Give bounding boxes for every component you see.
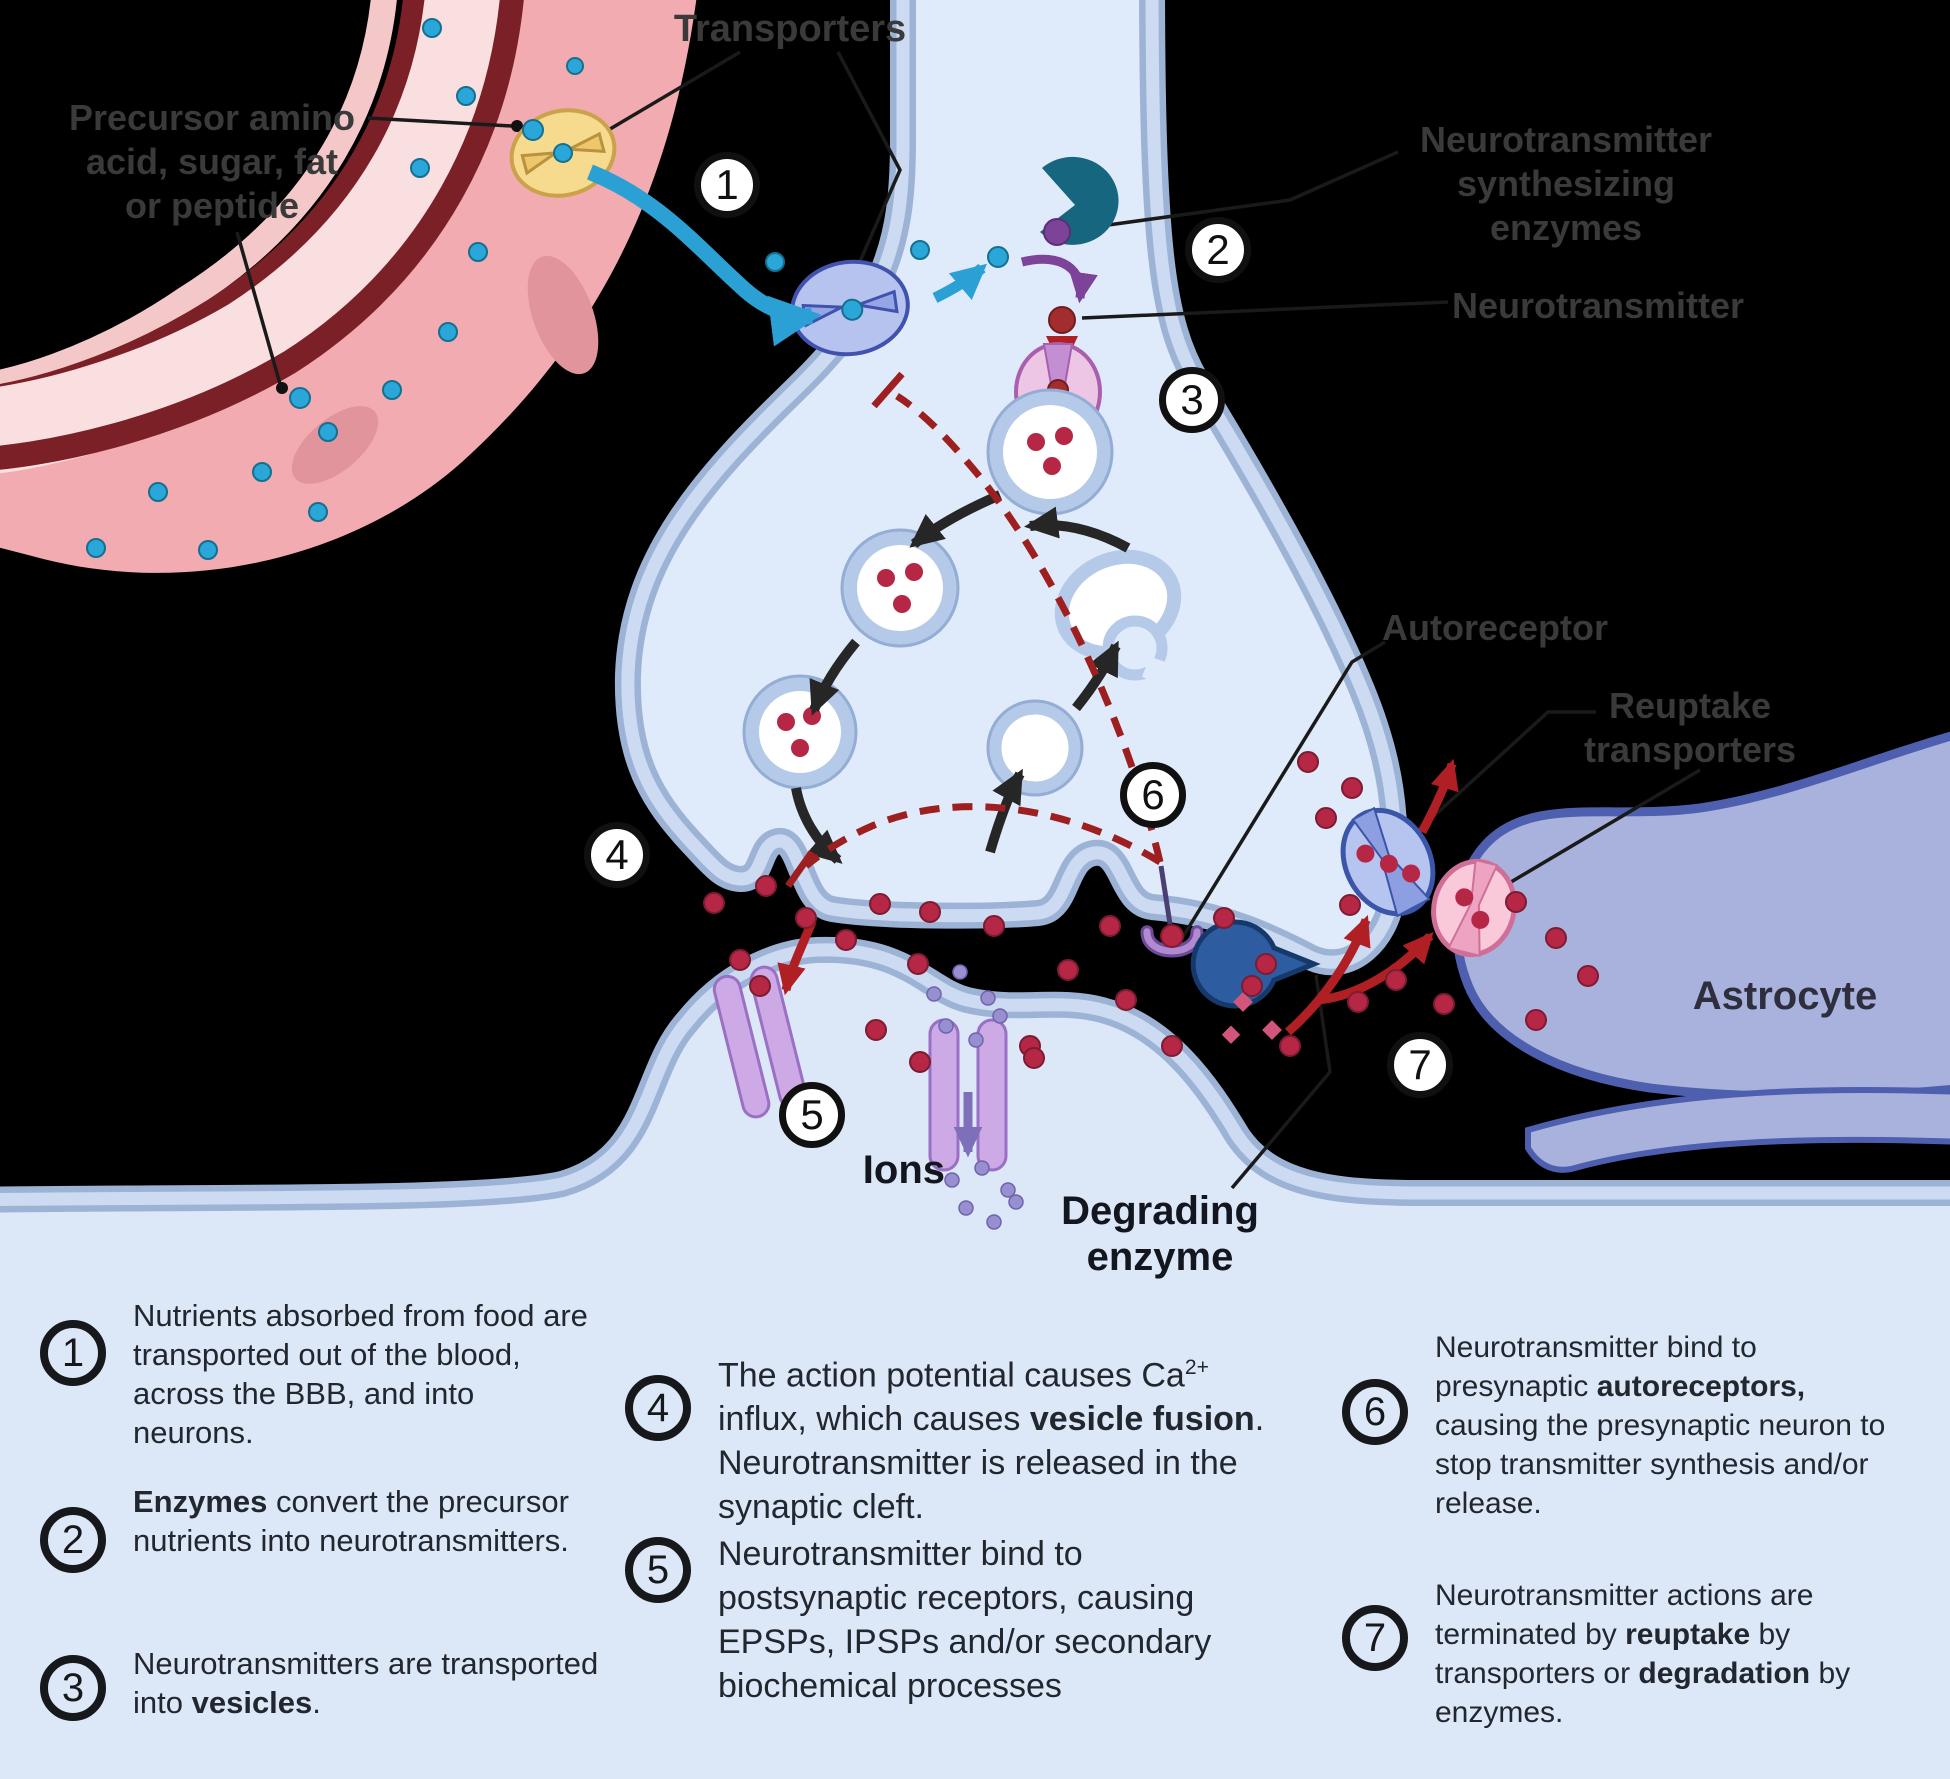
legend-badge-5: 5 <box>625 1537 691 1603</box>
autoreceptor-leader <box>1174 640 1386 949</box>
legend-text-3: Neurotransmitters are transported into v… <box>133 1646 599 1720</box>
label-transporters: Transporters <box>673 8 907 50</box>
step-marker-7: 7 <box>1387 1032 1453 1098</box>
inhibition-dashed-left <box>803 803 1162 869</box>
legend-item-1: 1 Nutrients absorbed from food are trans… <box>40 1296 603 1452</box>
endothelial-nucleus <box>291 406 379 484</box>
degraded-fragment <box>1221 1025 1241 1044</box>
synthesizing-enzyme-icon <box>1040 156 1119 246</box>
legend-badge-4: 4 <box>625 1375 691 1441</box>
label-precursor-line3: or peptide <box>124 184 299 226</box>
label-precursor: Precursor amino acid, sugar, fat or pept… <box>32 96 392 228</box>
endothelial-nucleus <box>527 255 599 375</box>
step-marker-5: 5 <box>779 1082 845 1148</box>
ion-dots <box>926 964 1024 1230</box>
legend-item-6: 6 Neurotransmitter bind to presynaptic a… <box>1342 1328 1905 1523</box>
legend-text-2: Enzymes convert the precursor nutrients … <box>133 1484 569 1558</box>
autoreceptor-icon <box>1140 924 1204 958</box>
reuptake-transporter-icon <box>1340 806 1436 918</box>
legend-text-1: Nutrients absorbed from food are transpo… <box>133 1298 588 1450</box>
synthesis-arrow <box>1020 254 1098 304</box>
inhibition-dashed-right <box>895 393 1164 863</box>
label-degrading-enzyme: Degrading enzyme <box>1010 1188 1310 1280</box>
inhibition-tbar <box>785 849 815 889</box>
legend-text-7: Neurotransmitter actions are terminated … <box>1435 1579 1851 1729</box>
legend-text-4: The action potential causes Ca2+ influx,… <box>718 1356 1265 1527</box>
legend-item-4: 4 The action potential causes Ca2+ influ… <box>625 1346 1278 1529</box>
label-degrading-line1: Degrading <box>1061 1189 1259 1233</box>
nutrient-entry-arrow <box>932 263 988 303</box>
neurotransmitter-dots <box>703 751 1599 1073</box>
release-arrow <box>777 920 817 996</box>
leader-dot <box>511 120 523 132</box>
inhibition-tbar <box>871 371 905 409</box>
degrading-enzyme-icon <box>1190 919 1321 1044</box>
nutrient-transport-arrow <box>587 164 822 347</box>
postsynaptic-neuron <box>0 936 1950 1779</box>
step-marker-2: 2 <box>1185 217 1251 283</box>
astrocyte-transporter-icon <box>1431 858 1517 958</box>
step-marker-6: 6 <box>1120 762 1186 828</box>
feedback-inhibition <box>785 371 1173 925</box>
autoreceptor-stem <box>1158 865 1173 925</box>
label-ions: Ions <box>862 1148 945 1192</box>
legend-badge-1: 1 <box>40 1320 106 1386</box>
legend-item-5: 5 Neurotransmitter bind to postsynaptic … <box>625 1532 1278 1708</box>
degraded-fragment <box>1233 992 1253 1012</box>
endosome <box>1054 549 1182 686</box>
label-reuptake-line2: transporters <box>1583 728 1797 770</box>
reuptake-leader-1 <box>1400 710 1596 847</box>
vesicle-empty <box>986 699 1084 797</box>
label-astrocyte: Astrocyte <box>1692 974 1878 1018</box>
label-synthesizing-enzyme: Neurotransmitter synthesizing enzymes <box>1386 118 1746 250</box>
leader-lines <box>235 50 1701 1190</box>
nutrient-dots <box>86 18 1009 560</box>
precursor-leader-2 <box>235 231 282 385</box>
ion-channel-receptor-icon <box>928 1018 1008 1172</box>
synth-enzyme-leader <box>1107 150 1399 227</box>
label-neurotransmitter: Neurotransmitter <box>1452 285 1745 326</box>
precursor-leader-1 <box>367 116 513 128</box>
legend-badge-7: 7 <box>1342 1605 1408 1671</box>
leader-dot <box>276 382 288 394</box>
label-synth-line1: Neurotransmitter <box>1419 119 1713 160</box>
astrocyte <box>1452 731 1950 1173</box>
legend-badge-6: 6 <box>1342 1379 1408 1445</box>
degrading-leader <box>1230 974 1332 1190</box>
step-marker-4: 4 <box>584 822 650 888</box>
label-degrading-line2: enzyme <box>1086 1235 1234 1279</box>
transporters-leader-right <box>836 51 902 267</box>
vesicle-filled <box>840 528 960 648</box>
legend-text-6: Neurotransmitter bind to presynaptic aut… <box>1435 1331 1886 1520</box>
precursor-product-dot <box>1043 218 1071 246</box>
vessel-lumen <box>0 0 511 474</box>
label-synth-line2: synthesizing enzymes <box>1456 162 1676 248</box>
label-reuptake-line1: Reuptake <box>1608 685 1772 726</box>
legend-badge-3: 3 <box>40 1655 106 1721</box>
blood-vessel <box>0 0 697 573</box>
neurotransmitter-leader <box>1081 300 1449 320</box>
step-marker-1: 1 <box>694 152 760 218</box>
vesicle-cycle <box>742 388 1182 864</box>
degraded-fragment <box>1262 1020 1282 1040</box>
vesicle-filled <box>986 388 1114 516</box>
postsynaptic-receptor-icon <box>712 965 808 1119</box>
legend-item-7: 7 Neurotransmitter actions are terminate… <box>1342 1576 1905 1732</box>
legend-item-3: 3 Neurotransmitters are transported into… <box>40 1644 603 1722</box>
vesicle-filled <box>742 674 858 790</box>
astrocyte-process <box>1525 1087 1950 1173</box>
label-precursor-line1: Precursor amino <box>68 97 356 138</box>
reuptake-arrows <box>1285 758 1459 1036</box>
neurotransmitter-dot <box>1048 306 1076 334</box>
label-precursor-line2: acid, sugar, fat <box>85 140 339 182</box>
reuptake-leader-2 <box>1483 768 1701 900</box>
label-reuptake-transporters: Reuptake transporters <box>1540 684 1840 772</box>
step-marker-3: 3 <box>1159 367 1225 433</box>
legend-text-5: Neurotransmitter bind to postsynaptic re… <box>718 1535 1212 1705</box>
label-autoreceptor: Autoreceptor <box>1382 607 1609 648</box>
legend-badge-2: 2 <box>40 1507 106 1573</box>
legend-item-2: 2 Enzymes convert the precursor nutrient… <box>40 1482 603 1573</box>
